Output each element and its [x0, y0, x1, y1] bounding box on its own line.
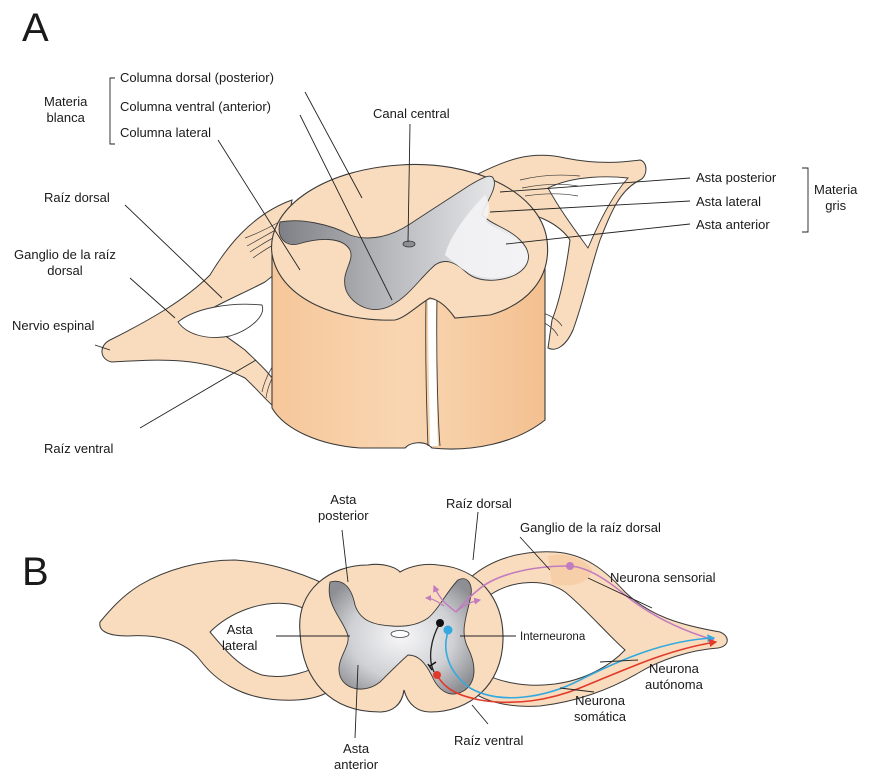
label-raiz-dorsal-a: Raíz dorsal: [44, 190, 110, 206]
central-canal-b: [391, 631, 409, 638]
sensory-neuron-cell-body: [566, 562, 574, 570]
interneuron-cell-body: [436, 619, 444, 627]
label-raiz-dorsal-b: Raíz dorsal: [446, 496, 512, 512]
label-nervio-espinal: Nervio espinal: [12, 318, 94, 334]
label-ganglio-a: Ganglio de la raíz dorsal: [14, 247, 116, 279]
panel-b-letter: B: [22, 552, 49, 592]
label-asta-anterior-a: Asta anterior: [696, 217, 770, 233]
label-columna-dorsal: Columna dorsal (posterior): [120, 70, 274, 86]
label-asta-lateral-a: Asta lateral: [696, 194, 761, 210]
label-neurona-autonoma: Neurona autónoma: [645, 661, 703, 693]
panel-a-letter: A: [22, 8, 49, 48]
label-asta-anterior-b: Asta anterior: [334, 741, 378, 773]
autonomic-neuron-cell-body: [433, 671, 441, 679]
label-interneurona: Interneurona: [520, 629, 585, 645]
label-raiz-ventral-a: Raíz ventral: [44, 441, 113, 457]
label-canal-central: Canal central: [373, 106, 450, 122]
label-asta-lateral-b: Asta lateral: [222, 622, 257, 654]
label-raiz-ventral-b: Raíz ventral: [454, 733, 523, 749]
label-materia-blanca: Materia blanca: [44, 94, 87, 126]
label-columna-ventral: Columna ventral (anterior): [120, 99, 271, 115]
label-asta-posterior-b: Asta posterior: [318, 492, 369, 524]
label-neurona-sensorial: Neurona sensorial: [610, 570, 716, 586]
central-canal-a: [403, 241, 415, 247]
left-spinal-nerve-shape: [102, 200, 292, 410]
label-asta-posterior-a: Asta posterior: [696, 170, 776, 186]
label-ganglio-b: Ganglio de la raíz dorsal: [520, 520, 661, 536]
label-materia-gris: Materia gris: [814, 182, 857, 214]
somatic-neuron-cell-body: [444, 626, 453, 635]
label-neurona-somatica: Neurona somática: [574, 693, 626, 725]
label-columna-lateral: Columna lateral: [120, 125, 211, 141]
panel-a-illustration: [102, 155, 646, 449]
